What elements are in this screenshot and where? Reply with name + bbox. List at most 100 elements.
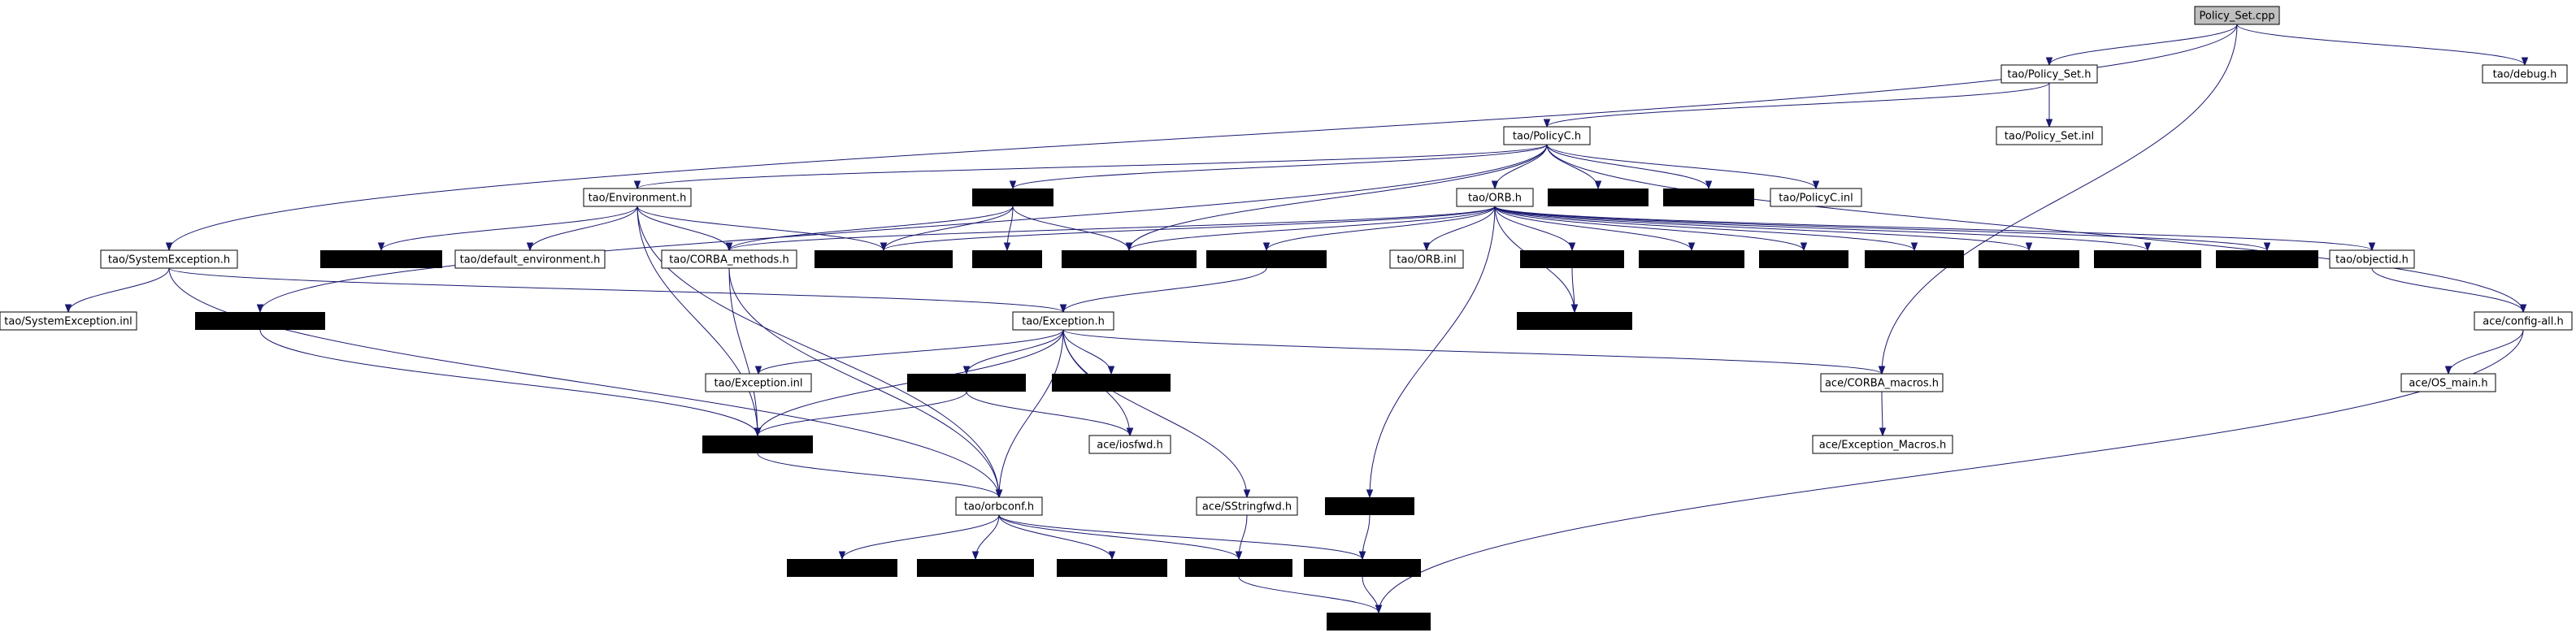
node-tao-policyc-inl[interactable]: tao/PolicyC.inl xyxy=(1770,188,1862,207)
node-tao-corba-methods-h[interactable]: tao/CORBA_methods.h xyxy=(661,249,797,269)
node-box xyxy=(917,559,1034,577)
node-tao-userexception-h[interactable]: tao/UserException.h xyxy=(1206,250,1327,268)
node-ace-basic-types-h[interactable]: ace/Basic_Types.h xyxy=(1185,559,1292,577)
edge-tao_orb_h-to-tao_orb_inl xyxy=(1423,206,1496,252)
edge-tao_orb_h-to-tao_servicesc_h xyxy=(1494,206,2271,252)
node-tao-object-h[interactable]: tao/Object.h xyxy=(972,188,1053,206)
node-tao-pseudo-varout-t-h[interactable]: tao/Pseudo_VarOut_T.h xyxy=(815,250,953,268)
node-tao-orb-inl[interactable]: tao/ORB.inl xyxy=(1389,249,1464,269)
node-tao-corba-string-h[interactable]: tao/CORBA_String.h xyxy=(907,374,1026,392)
node-ace-guard-t-h[interactable]: ace/Guard_T.h xyxy=(1325,497,1414,515)
node-box xyxy=(1206,250,1327,268)
arrowhead xyxy=(1543,119,1551,128)
node-label: tao/Policy_ForwardC.h xyxy=(1071,254,1187,266)
node-box xyxy=(1389,249,1464,269)
arrowhead xyxy=(754,366,762,375)
node-tao-ushortseqc-h[interactable]: tao/UShortSeqC.h xyxy=(1548,188,1649,206)
node-box xyxy=(1517,312,1632,330)
node-box xyxy=(1456,188,1534,207)
edge-tao_policyc_h-to-tao_object_h xyxy=(1009,144,1548,190)
node-tao-seq-out-t-h[interactable]: tao/Seq_Out_T.h xyxy=(1979,250,2079,268)
node-tao-varout-t-h[interactable]: tao/VarOut_T.h xyxy=(1759,250,1848,268)
node-box xyxy=(1503,126,1591,145)
node-ace-config-lite-h[interactable]: ace/config-lite.h xyxy=(1327,613,1431,630)
edge-tao_environment_h-to-tao_environment_inl xyxy=(377,206,638,252)
edge-ace_config_all_h-to-ace_os_main_h xyxy=(2444,329,2524,375)
node-tao-iopc-h[interactable]: tao/IOPC.h xyxy=(972,250,1042,268)
arrowhead xyxy=(1878,366,1886,375)
node-tao-systemexception-h[interactable]: tao/SystemException.h xyxy=(100,249,238,269)
edge-tao_environment_h-to-tao_default_environment_h xyxy=(526,206,638,252)
edge-ace_basic_types_h-to-ace_config_lite_h xyxy=(1238,576,1383,614)
node-tao-environment-h[interactable]: tao/Environment.h xyxy=(583,188,692,207)
node-tao-objref-varout-t-h[interactable]: tao/Objref_VarOut_T.h xyxy=(195,312,325,330)
node-box xyxy=(787,559,897,577)
node-ace-exception-macros-h[interactable]: ace/Exception_Macros.h xyxy=(1812,435,1953,454)
node-label: ace/Basic_Types.h xyxy=(1191,563,1286,575)
node-tao-default-environment-h[interactable]: tao/default_environment.h xyxy=(454,249,606,269)
node-tao-orb-h[interactable]: tao/ORB.h xyxy=(1456,188,1534,207)
node-tao-policyc-h[interactable]: tao/PolicyC.h xyxy=(1503,126,1591,145)
node-ace-config-all-h[interactable]: ace/config-all.h xyxy=(2474,311,2573,331)
node-tao-sequence-t-h[interactable]: tao/Sequence_T.h xyxy=(2094,250,2201,268)
node-box xyxy=(815,250,953,268)
node-tao-systemexception-inl[interactable]: tao/SystemException.inl xyxy=(0,311,137,331)
node-tao-environment-inl[interactable]: tao/Environment.inl xyxy=(320,250,442,268)
node-label: ace/config-lite.h xyxy=(1336,617,1422,629)
node-box xyxy=(1325,497,1414,515)
node-tao-basic-types-h[interactable]: tao/Basic_Types.h xyxy=(702,436,813,453)
edge-tao_policyc_h-to-tao_policyc_inl xyxy=(1546,144,1820,190)
node-ace-global-macros-h[interactable]: ace/Global_Macros.h xyxy=(1304,559,1421,577)
arrowhead xyxy=(1800,242,1808,252)
arrowhead xyxy=(754,427,762,437)
arrowhead xyxy=(64,304,72,314)
node-ace-atomic-op-h[interactable]: ace/Atomic_Op.h xyxy=(1520,250,1624,268)
node-box xyxy=(1548,188,1649,206)
node-tao-orb-typesc-h[interactable]: tao/orb_typesC.h xyxy=(1639,250,1744,268)
node-ace-corba-macros-h-ext[interactable]: ace/CORBA_macros.h xyxy=(1052,374,1171,392)
node-ace-iosfwd-h[interactable]: ace/iosfwd.h xyxy=(1088,435,1171,454)
node-box xyxy=(1996,126,2103,145)
node-ace-os-main-h[interactable]: ace/OS_main.h xyxy=(2400,373,2496,392)
node-tao-policy-forwardc-h[interactable]: tao/Policy_ForwardC.h xyxy=(1062,250,1197,268)
arrowhead xyxy=(1243,489,1251,499)
node-ace-corba-macros-h[interactable]: ace/CORBA_macros.h xyxy=(1820,373,1944,392)
node-tao-seq-var-t-h[interactable]: tao/Seq_Var_T.h xyxy=(1865,250,1964,268)
node-tao-objectid-h[interactable]: tao/objectid.h xyxy=(2329,249,2415,269)
node-label: ace/Global_Macros.h xyxy=(921,563,1030,575)
arrowhead xyxy=(2368,242,2376,252)
edge-tao_exception_h-to-ace_corba_macros_h_ext xyxy=(1062,329,1115,375)
edge-ace_global_macros_h-to-ace_config_lite_h xyxy=(1362,576,1383,614)
node-box xyxy=(1812,435,1953,454)
node-label: tao/SystemException.inl xyxy=(4,316,132,328)
arrowhead xyxy=(1126,427,1134,437)
node-tao-exception-inl[interactable]: tao/Exception.inl xyxy=(705,373,812,392)
edge-tao_exception_h-to-tao_exception_inl xyxy=(754,329,1064,375)
node-box xyxy=(705,373,812,392)
arrowhead xyxy=(1879,427,1887,437)
node-box xyxy=(972,188,1053,206)
node-label: tao/orb_typesC.h xyxy=(1647,254,1737,266)
arrowhead xyxy=(1594,180,1602,190)
arrowhead xyxy=(1568,242,1576,252)
node-ace-synch-traits-h-ext[interactable]: ace/Synch_Traits.h xyxy=(1057,559,1167,577)
node-tao-exception-h[interactable]: tao/Exception.h xyxy=(1012,311,1114,331)
arrowhead xyxy=(2519,304,2527,314)
node-tao-currentc-h[interactable]: tao/CurrentC.h xyxy=(1663,188,1754,206)
node-tao-policy-set-inl[interactable]: tao/Policy_Set.inl xyxy=(1996,126,2103,145)
edge-tao_policyc_h-to-ace_config_all_h xyxy=(1546,144,2527,314)
node-tao-servicesc-h[interactable]: tao/ServicesC.h xyxy=(2216,250,2318,268)
node-tao-policy-set-h[interactable]: tao/Policy_Set.h xyxy=(2000,64,2098,84)
node-ace-sstringfwd-h[interactable]: ace/SStringfwd.h xyxy=(1196,496,1298,516)
node-ace-synch-traits-h-red[interactable]: ace/Synch_Traits.h xyxy=(787,559,897,577)
arrowhead xyxy=(256,304,264,314)
edge-tao_orbconf_h-to-ace_global_macros_h xyxy=(998,514,1366,561)
node-ace-thread-mutex-h[interactable]: ace/Thread_Mutex.h xyxy=(1517,312,1632,330)
node-ace-global-macros-h-ext[interactable]: ace/Global_Macros.h xyxy=(917,559,1034,577)
node-tao-orbconf-h[interactable]: tao/orbconf.h xyxy=(955,496,1043,516)
node-box xyxy=(2474,311,2573,331)
node-box xyxy=(1052,374,1171,392)
node-tao-debug-h[interactable]: tao/debug.h xyxy=(2482,64,2568,84)
arrowhead xyxy=(1003,242,1011,252)
node-box xyxy=(1057,559,1167,577)
